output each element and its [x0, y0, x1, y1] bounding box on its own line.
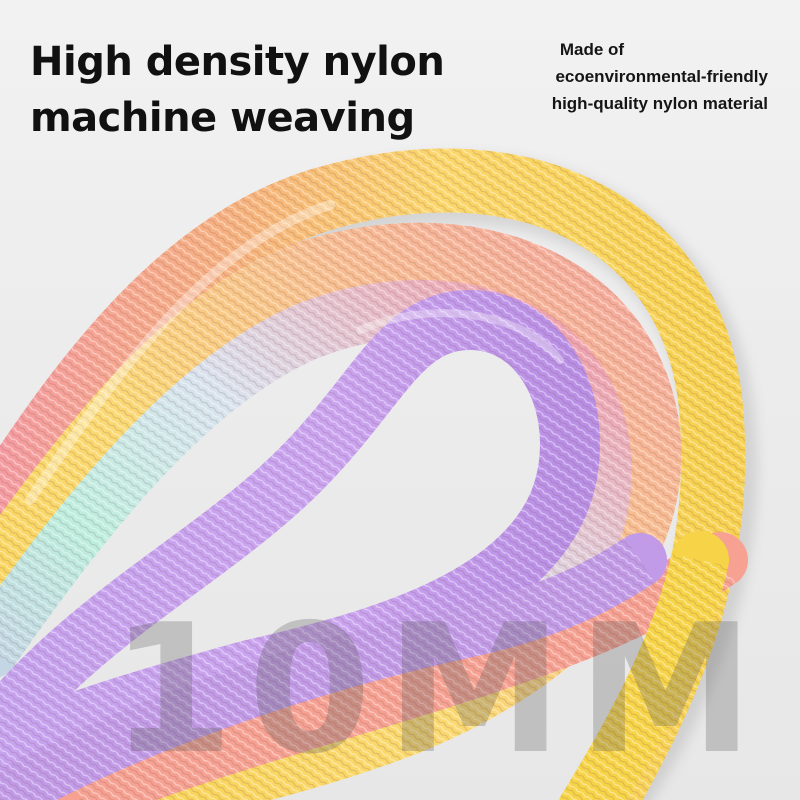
headline-line-1: High density nylon	[30, 39, 445, 85]
headline: High density nylon machine weaving	[30, 34, 445, 146]
material-note-line-1: Made of	[559, 40, 625, 59]
headline-line-2: machine weaving	[30, 95, 415, 141]
material-note-line-3: high-quality nylon material	[551, 94, 768, 113]
material-note: Made of ecoenvironmental-friendly high-q…	[468, 36, 768, 117]
material-note-line-2: ecoenvironmental-friendly	[555, 67, 768, 86]
size-watermark: 10MM	[110, 586, 768, 793]
